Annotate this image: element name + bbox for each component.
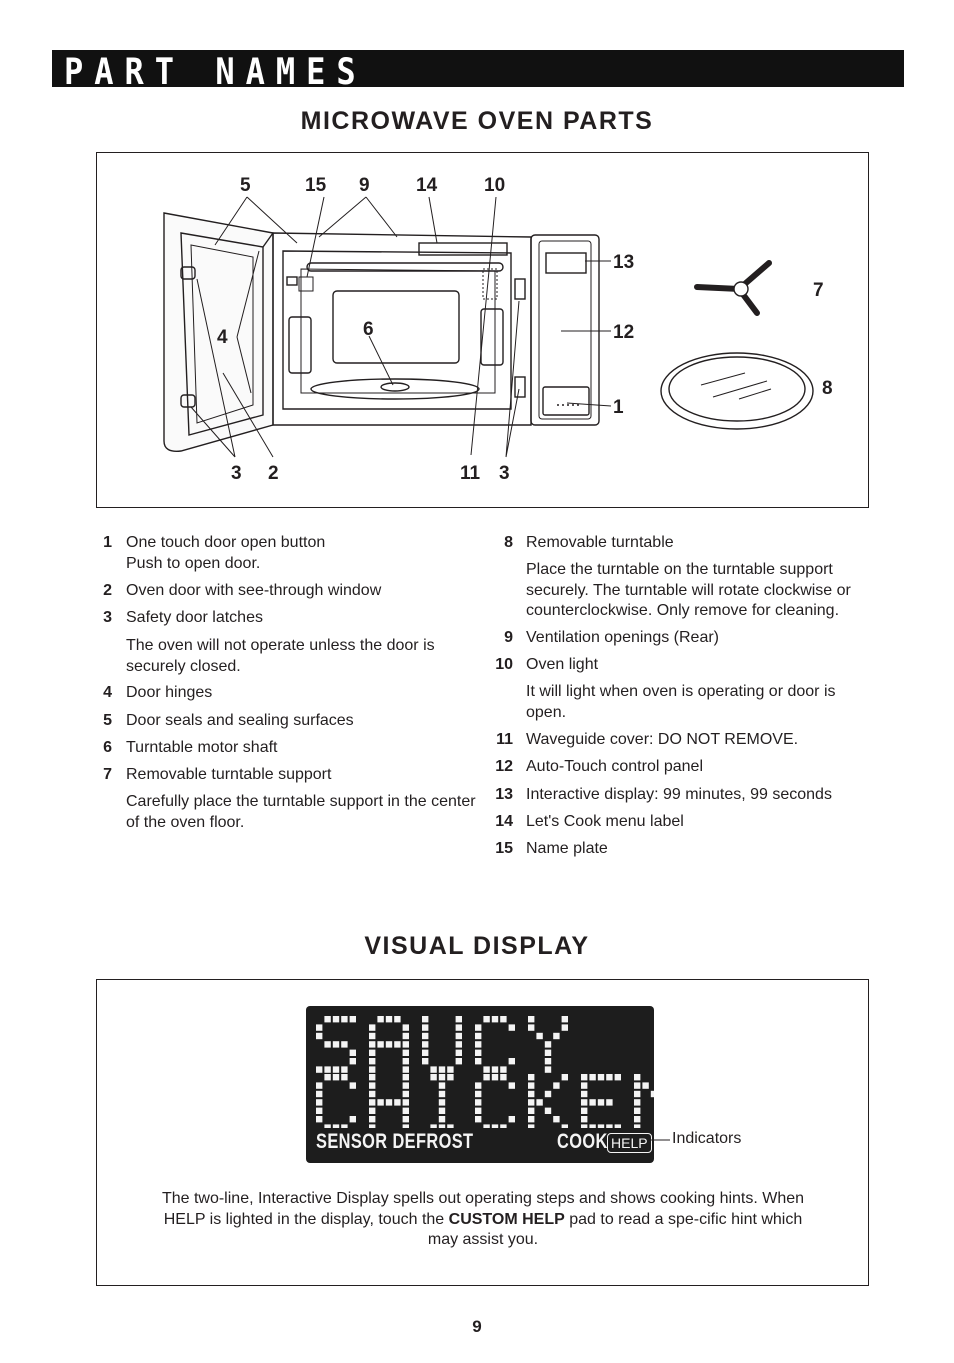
part-description: One touch door open button Push to open …: [126, 534, 326, 572]
part-number: 3: [103, 609, 112, 626]
custom-help-label: CUSTOM HELP: [448, 1210, 565, 1228]
caption-text-1: The two-line, Interactive Display spells…: [161, 1190, 805, 1228]
caption-text-2: pad to read a spe-cific hint which may a…: [427, 1210, 803, 1249]
part-description: Removable turntable: [526, 534, 674, 551]
part-description: Turntable motor shaft: [126, 739, 278, 756]
display-caption: The two-line, Interactive Display spells…: [150, 1189, 816, 1251]
lcd-character: [369, 1074, 409, 1128]
part-number: 8: [504, 534, 513, 551]
page-number: 9: [472, 1317, 482, 1336]
part-number: 6: [103, 739, 112, 756]
callout-3-left: 3: [231, 463, 242, 484]
callout-12: 12: [613, 322, 634, 343]
part-note: Place the turntable on the turntable sup…: [526, 561, 851, 619]
callout-15: 15: [305, 175, 327, 196]
turntable-support: [694, 260, 772, 316]
callout-13: 13: [613, 252, 634, 273]
part-description: Oven light: [526, 656, 599, 673]
part-number: 7: [103, 766, 112, 783]
part-description: Oven door with see-through window: [126, 582, 382, 599]
leader-lines: [190, 196, 612, 458]
callout-1: 1: [613, 397, 624, 418]
lcd-character: [528, 1016, 568, 1073]
callout-3-right: 3: [499, 463, 510, 484]
lcd-character: [475, 1074, 515, 1128]
lcd-character: [316, 1074, 356, 1128]
lcd-character: [634, 1074, 654, 1128]
indicators-leader-line: [650, 1139, 670, 1141]
part-note: The oven will not operate unless the doo…: [126, 637, 435, 675]
parts-diagram-frame: 5 15 9 14 10 13 7 4 6 12 8 1 3 2 11 3: [96, 152, 869, 508]
parts-heading: MICROWAVE OVEN PARTS: [300, 107, 654, 135]
parts-list-right: 8 Removable turntable Place the turntabl…: [488, 533, 888, 873]
part-number: 10: [495, 656, 513, 673]
section-banner: PART NAMES: [52, 50, 904, 91]
part-description: Door hinges: [126, 684, 213, 701]
part-number: 12: [495, 758, 513, 775]
lcd-line-2: [316, 1074, 654, 1128]
part-number: 5: [103, 712, 112, 729]
callout-7: 7: [813, 280, 824, 301]
lcd-line-1: [316, 1016, 568, 1073]
microwave-illustration: [163, 212, 814, 452]
parts-diagram: 5 15 9 14 10 13 7 4 6 12 8 1 3 2 11 3: [163, 175, 833, 484]
help-indicator: HELP: [607, 1133, 652, 1153]
part-number: 15: [495, 840, 513, 857]
part-description: Safety door latches: [126, 609, 263, 626]
part-number: 14: [495, 813, 513, 830]
display-frame: [96, 979, 869, 1286]
part-number: 13: [495, 786, 513, 803]
part-number: 11: [496, 731, 513, 748]
part-description: Removable turntable support: [126, 766, 332, 783]
callout-11: 11: [460, 463, 481, 484]
callout-6: 6: [363, 319, 374, 340]
diagram-callouts: 5 15 9 14 10 13 7 4 6 12 8 1 3 2 11 3: [217, 175, 833, 484]
sensor-defrost-indicator: SENSOR DEFROST: [316, 1130, 474, 1153]
lcd-character: [422, 1016, 462, 1073]
lcd-display: SENSOR DEFROST COOK HELP: [306, 1006, 654, 1163]
part-description: Ventilation openings (Rear): [526, 629, 720, 646]
part-description: Auto-Touch control panel: [526, 758, 703, 775]
callout-9: 9: [359, 175, 370, 196]
callout-14: 14: [416, 175, 438, 196]
lcd-character: [369, 1016, 409, 1073]
lcd-character: [430, 1074, 454, 1128]
part-number: 9: [504, 629, 513, 646]
part-number: 4: [103, 684, 112, 701]
indicators-label: Indicators: [672, 1130, 742, 1147]
callout-2: 2: [268, 463, 279, 484]
lcd-character: [475, 1016, 515, 1073]
banner-title: PART NAMES: [64, 49, 367, 94]
cook-indicator: COOK: [557, 1130, 608, 1153]
lcd-character: [581, 1074, 621, 1128]
part-number: 1: [103, 534, 112, 551]
callout-4: 4: [217, 327, 228, 348]
callout-8: 8: [822, 378, 833, 399]
part-description: Door seals and sealing surfaces: [126, 712, 354, 729]
parts-list-left: 1 One touch door open button Push to ope…: [88, 533, 475, 853]
part-description: Name plate: [526, 840, 608, 857]
part-number: 2: [103, 582, 112, 599]
lcd-dot-matrix: [316, 1016, 654, 1128]
part-note: It will light when oven is operating or …: [526, 683, 836, 721]
part-description: Let's Cook menu label: [526, 813, 684, 830]
part-note: Carefully place the turntable support in…: [126, 793, 476, 831]
lcd-character: [316, 1016, 356, 1073]
part-description: Interactive display: 99 minutes, 99 seco…: [526, 786, 832, 803]
callout-10: 10: [484, 175, 505, 196]
display-heading: VISUAL DISPLAY: [364, 932, 590, 960]
part-description: Waveguide cover: DO NOT REMOVE.: [526, 731, 799, 748]
lcd-character: [528, 1074, 568, 1128]
callout-5: 5: [240, 175, 251, 196]
